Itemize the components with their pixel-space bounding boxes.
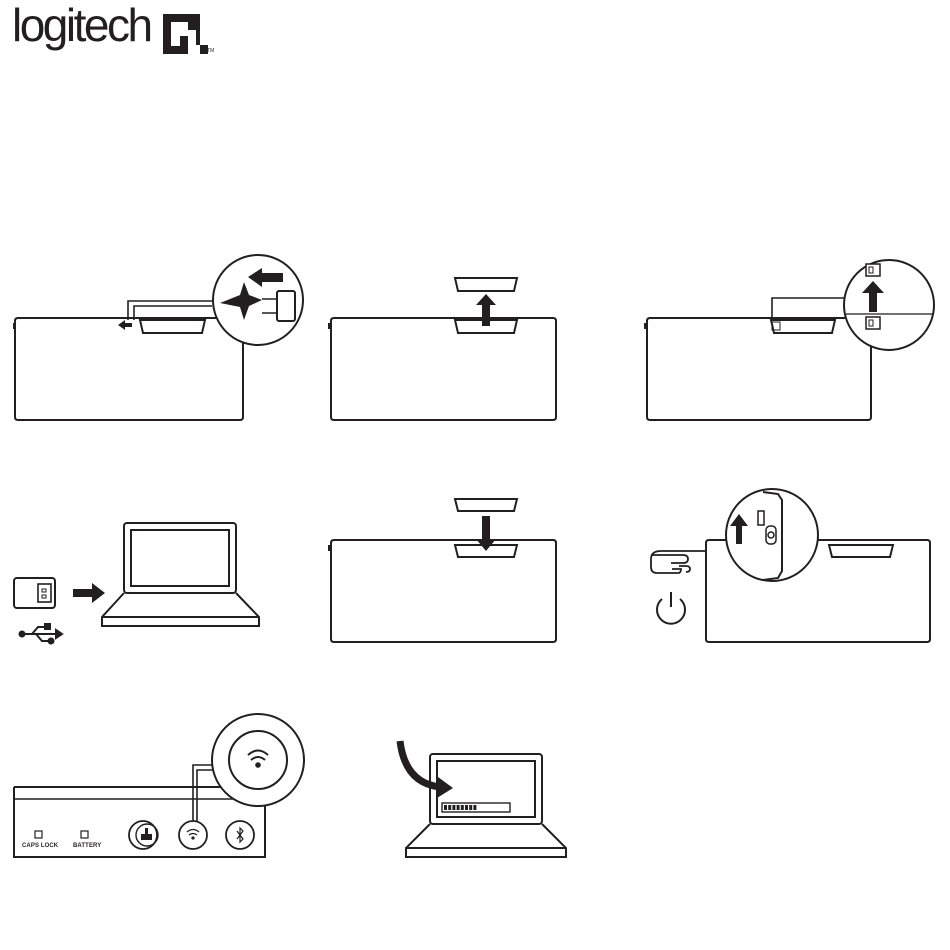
progress-segment [469, 805, 472, 810]
progress-segment [465, 805, 468, 810]
progress-segment [448, 805, 451, 810]
progress-segment [473, 805, 476, 810]
laptop-icon [406, 754, 566, 857]
progress-segment [461, 805, 464, 810]
progress-fill [444, 805, 476, 810]
progress-segment [457, 805, 460, 810]
curved-arrow-icon [400, 741, 453, 798]
progress-segment [444, 805, 447, 810]
progress-segment [452, 805, 455, 810]
